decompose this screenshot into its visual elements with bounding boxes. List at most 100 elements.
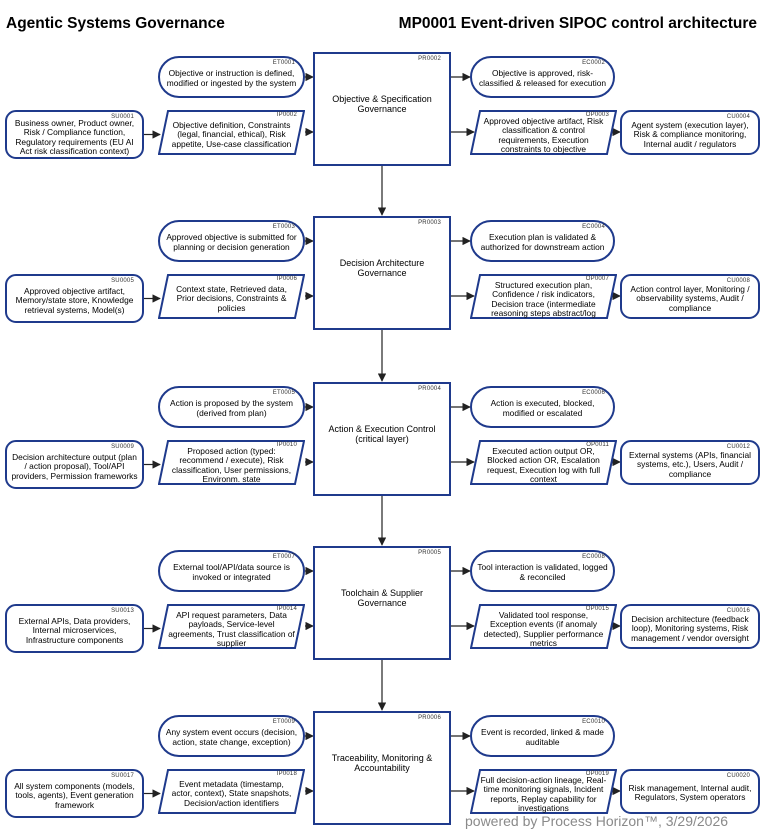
- customer-text: Agent system (execution layer), Risk & c…: [631, 119, 749, 149]
- parallelogram-shape: [470, 110, 617, 155]
- supplier-id: SU0001: [111, 114, 134, 120]
- process-id: PR0005: [418, 550, 441, 556]
- output-id: OP0011: [586, 442, 609, 448]
- end_event-text: Event is recorded, linked & made auditab…: [481, 726, 604, 747]
- input-id: IP0002: [276, 112, 297, 118]
- input-text: Objective definition, Constraints (legal…: [171, 119, 292, 149]
- customer-id: CU0012: [726, 444, 750, 450]
- trigger-text: Any system event occurs (decision, actio…: [165, 726, 298, 747]
- trigger-id: ET0007: [272, 554, 295, 560]
- end_event-text: Action is executed, blocked, modified or…: [490, 397, 595, 418]
- supplier-text: Approved objective artifact, Memory/stat…: [15, 285, 134, 315]
- process-text: Action & Execution Control (critical lay…: [328, 424, 436, 445]
- customer-id: CU0020: [726, 773, 750, 779]
- process-id: PR0004: [418, 386, 441, 392]
- output-text: Full decision-action lineage, Real-time …: [480, 774, 607, 814]
- trigger-text: Objective or instruction is defined, mod…: [166, 67, 297, 88]
- customer-text: Risk management, Internal audit, Regulat…: [628, 782, 752, 803]
- process-text: Decision Architecture Governance: [339, 258, 425, 279]
- output-text: Approved objective artifact, Risk classi…: [483, 115, 604, 155]
- output-text: Executed action output OR, Blocked actio…: [486, 445, 601, 485]
- customer-text: Action control layer, Monitoring / obser…: [630, 283, 750, 313]
- end_event-text: Objective is approved, risk-classified &…: [478, 67, 607, 88]
- output-text: Validated tool response, Exception event…: [483, 609, 604, 649]
- parallelogram-shape: [470, 274, 617, 319]
- parallelogram-shape: [158, 769, 305, 814]
- process-id: PR0002: [418, 56, 441, 62]
- trigger-id: ET0003: [272, 224, 295, 230]
- end_event-text: Execution plan is validated & authorized…: [480, 231, 605, 252]
- output-id: OP0007: [585, 276, 609, 282]
- process-text: Toolchain & Supplier Governance: [340, 588, 424, 609]
- output-id: OP0019: [585, 771, 609, 777]
- parallelogram-shape: [470, 440, 617, 485]
- customer-id: CU0008: [726, 278, 750, 284]
- input-text: Event metadata (timestamp, actor, contex…: [171, 778, 292, 808]
- parallelogram-shape: [470, 604, 617, 649]
- supplier-text: All system components (models, tools, ag…: [14, 780, 135, 810]
- footer-credit: powered by Process Horizon™, 3/29/2026: [465, 813, 729, 829]
- customer-text: External systems (APIs, financial system…: [629, 449, 751, 479]
- input-text: API request parameters, Data payloads, S…: [168, 609, 295, 649]
- output-id: OP0003: [585, 112, 609, 118]
- process-text: Traceability, Monitoring & Accountabilit…: [331, 753, 433, 774]
- output-text: Structured execution plan, Confidence / …: [491, 279, 596, 319]
- end_event-id: EC0006: [582, 390, 605, 396]
- process-id: PR0003: [418, 220, 441, 226]
- input-text: Context state, Retrieved data, Prior dec…: [176, 283, 287, 313]
- supplier-id: SU0013: [111, 608, 134, 614]
- customer-text: Decision architecture (feedback loop), M…: [631, 613, 749, 643]
- supplier-id: SU0009: [111, 444, 134, 450]
- trigger-id: ET0005: [272, 390, 295, 396]
- supplier-text: Decision architecture output (plan / act…: [11, 451, 138, 481]
- end_event-id: EC0004: [582, 224, 605, 230]
- parallelogram-shape: [158, 110, 305, 155]
- trigger-id: ET0009: [272, 719, 295, 725]
- input-text: Proposed action (typed: recommend / exec…: [171, 445, 292, 485]
- parallelogram-shape: [158, 604, 305, 649]
- parallelogram-shape: [470, 769, 617, 814]
- parallelogram-shape: [158, 440, 305, 485]
- end_event-id: EC0010: [582, 719, 605, 725]
- customer-id: CU0004: [726, 114, 750, 120]
- trigger-text: Approved objective is submitted for plan…: [166, 231, 297, 252]
- end_event-id: EC0002: [582, 60, 605, 66]
- input-id: IP0014: [276, 606, 297, 612]
